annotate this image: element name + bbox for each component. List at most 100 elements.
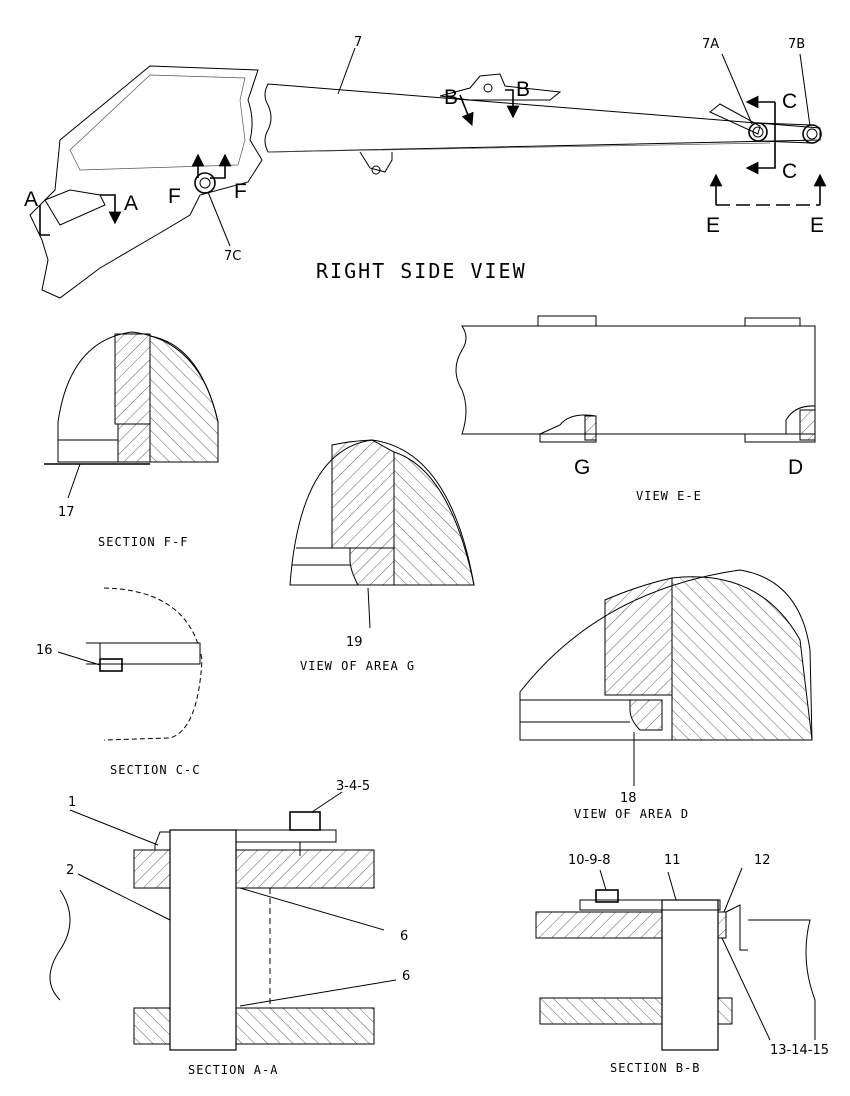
view-ee-top-plate: [537, 315, 597, 327]
a-detail: [44, 189, 106, 226]
marker-f-right: F: [234, 180, 247, 203]
view-ee-g-seal: [584, 415, 597, 441]
section-bb-retainer: [579, 899, 721, 911]
section-bb-bolt-head: [595, 889, 619, 903]
area-g-seal: [349, 547, 395, 586]
boom-nose-outline: [29, 65, 263, 299]
callout-7a: 7A: [702, 37, 719, 52]
callout-7c: 7C: [224, 249, 241, 264]
top-bracket: [439, 73, 562, 101]
section-ff-caption: SECTION F-F: [98, 535, 188, 549]
marker-c-top: C: [782, 90, 797, 113]
section-aa: 1 2 3-4-5 6 6 SECTION A-A: [49, 779, 410, 1077]
area-g-caption: VIEW OF AREA G: [300, 659, 415, 673]
leader-131415: [721, 937, 771, 1041]
marker-e-right: E: [810, 214, 824, 237]
marker-f-left: F: [168, 185, 181, 208]
section-aa-pin: [169, 829, 237, 1051]
leader-7: [337, 47, 356, 95]
leader-19: [367, 587, 371, 629]
section-ff: 17 SECTION F-F: [44, 331, 219, 549]
leader-7b: [799, 53, 811, 127]
callout-16: 16: [36, 643, 53, 658]
callout-18: 18: [620, 791, 637, 806]
section-aa-part-1: [154, 831, 171, 851]
callout-6a: 6: [400, 929, 408, 944]
section-b-right-marker: [505, 89, 520, 119]
link-bar: [709, 103, 761, 135]
leader-11: [667, 871, 677, 901]
boom-lower-edge: [267, 142, 771, 153]
callout-17: 17: [58, 505, 75, 520]
section-bb-caption: SECTION B-B: [610, 1061, 700, 1075]
section-cc: 16 SECTION C-C: [36, 587, 203, 777]
area-g-hatch-right: [393, 451, 475, 586]
area-d-seal: [629, 699, 663, 731]
callout-19: 19: [346, 635, 363, 650]
lower-hanger-hole: [371, 165, 381, 175]
callout-7: 7: [354, 35, 362, 50]
marker-e-left: E: [706, 214, 720, 237]
callout-2: 2: [66, 863, 74, 878]
view-area-g: 19 VIEW OF AREA G: [289, 439, 475, 673]
section-aa-caption: SECTION A-A: [188, 1063, 278, 1077]
section-aa-retainer: [235, 829, 337, 843]
view-ee-marker-g: G: [574, 456, 590, 479]
section-aa-break-left: [49, 889, 71, 1001]
section-f-right-arrow: [210, 153, 232, 179]
section-ff-hatch-right: [149, 335, 219, 463]
area-d-outline: [519, 569, 813, 741]
section-cc-bore: [99, 642, 201, 665]
section-bb: 10-9-8 11 12 13-14-15 SECTION B-B: [535, 853, 829, 1075]
section-bb-part-12: [725, 904, 748, 951]
marker-a-right: A: [124, 192, 138, 215]
pin-7b-inner: [806, 128, 818, 140]
section-bb-pin: [661, 899, 719, 1051]
view-area-d: 18 VIEW OF AREA D: [519, 569, 813, 821]
marker-b-right: B: [516, 78, 530, 101]
marker-c-bottom: C: [782, 160, 797, 183]
callout-131415: 13-14-15: [770, 1043, 829, 1058]
leader-17: [67, 463, 81, 499]
boom-body: [264, 83, 821, 153]
view-ee-marker-d: D: [788, 456, 803, 479]
bracket-pin: [483, 83, 493, 93]
callout-7b: 7B: [788, 37, 805, 52]
section-bb-break-right: [748, 919, 816, 1040]
leader-345: [311, 791, 343, 813]
leader-1098: [599, 869, 607, 891]
callout-345: 3-4-5: [336, 779, 370, 794]
view-ee: G D VIEW E-E: [455, 315, 816, 503]
right-side-view: 7 7A 7B 7C A A B B C C F F E E RIGHT SID…: [24, 35, 827, 299]
callout-11: 11: [664, 853, 681, 868]
section-b-left-marker: [459, 94, 474, 126]
leader-6b: [239, 979, 397, 1007]
leader-2: [77, 873, 171, 921]
callout-6b: 6: [402, 969, 410, 984]
section-ff-hatch-left: [114, 333, 151, 425]
section-cc-caption: SECTION C-C: [110, 763, 200, 777]
leader-7c: [207, 191, 231, 247]
area-d-hatch-left: [604, 577, 673, 696]
callout-1098: 10-9-8: [568, 853, 610, 868]
view-ee-caption: VIEW E-E: [636, 489, 702, 503]
callout-12: 12: [754, 853, 771, 868]
marker-a-left: A: [24, 188, 38, 211]
leader-1: [69, 809, 159, 846]
end-link-top: [757, 122, 813, 126]
right-side-view-title: RIGHT SIDE VIEW: [316, 259, 527, 283]
view-ee-top-plate-right: [744, 317, 801, 327]
boom-nose-inner: [69, 74, 246, 171]
leader-16: [57, 651, 101, 666]
section-a-left-marker: [39, 205, 50, 236]
section-a-right-marker: [100, 194, 122, 225]
section-ff-seal: [117, 423, 151, 463]
pin-7a-inner: [752, 126, 764, 138]
end-link-bottom: [757, 140, 813, 144]
area-d-caption: VIEW OF AREA D: [574, 807, 689, 821]
marker-b-left: B: [444, 86, 458, 109]
leader-6a: [239, 887, 385, 931]
pin-7c: [194, 172, 216, 194]
section-aa-bolt-head: [289, 811, 321, 831]
